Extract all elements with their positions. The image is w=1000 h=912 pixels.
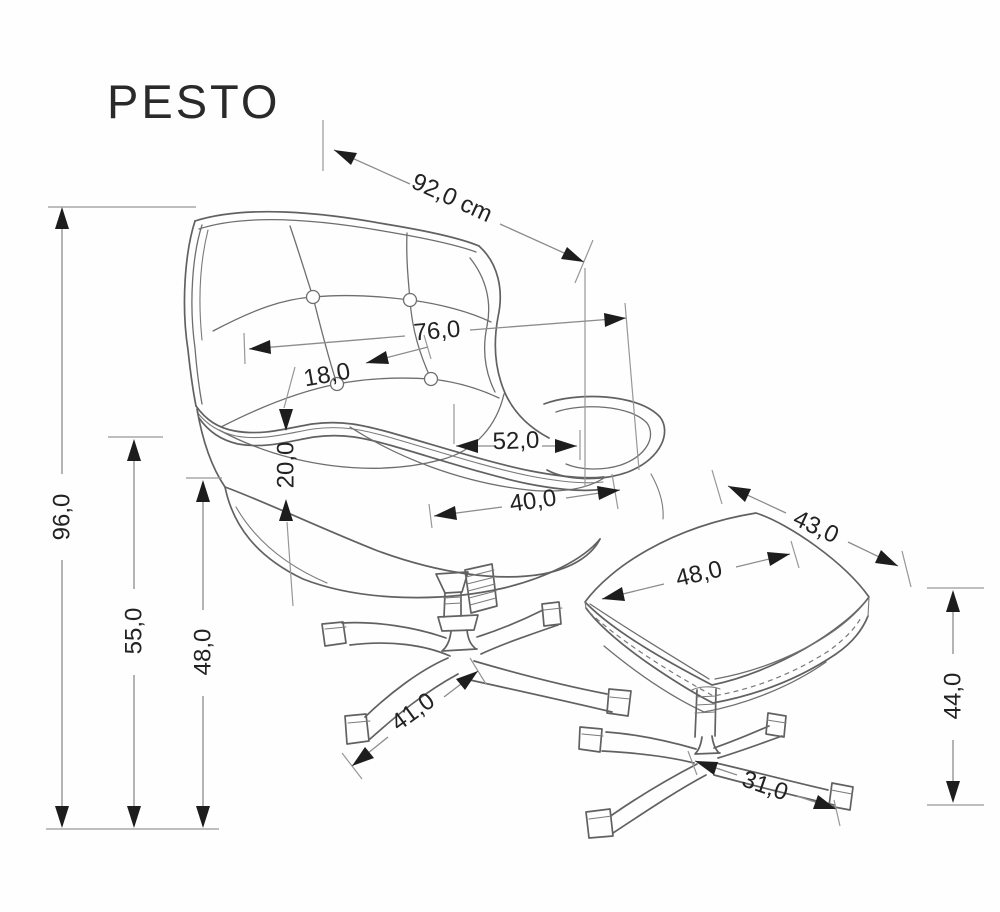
dim-stool-height-label: 44,0 <box>940 673 967 720</box>
dim-total-width-label: 92,0 cm <box>408 168 497 228</box>
dim-total-height: 96,0 <box>46 206 219 830</box>
dim-seat-height-label: 48,0 <box>190 629 217 676</box>
product-title: PESTO <box>107 75 280 128</box>
dim-seat-depth: 40,0 <box>428 473 621 529</box>
dim-seat-height: 48,0 <box>186 477 222 828</box>
dim-total-width: 92,0 cm <box>322 120 594 487</box>
dimension-annotations: 92,0 cm 76,0 18,0 52,0 <box>46 120 984 830</box>
dim-seat-depth-label: 40,0 <box>508 484 558 517</box>
dim-back-width-label: 76,0 <box>413 316 462 347</box>
dim-stool-base-leg-label: 31,0 <box>739 766 792 807</box>
dim-back-width: 76,0 <box>243 302 640 471</box>
dim-stool-width-label: 48,0 <box>673 556 725 593</box>
dim-total-height-label: 96,0 <box>49 494 76 541</box>
dim-stool-depth-label: 43,0 <box>789 505 843 549</box>
dim-seat-width-label: 52,0 <box>492 427 540 456</box>
dim-shell-thickness-label: 20,0 <box>273 442 300 489</box>
dim-stool-width: 48,0 <box>601 540 800 601</box>
dim-armrest-height: 55,0 <box>108 436 163 828</box>
dim-back-thickness-label: 18,0 <box>302 358 353 393</box>
dim-armrest-height-label: 55,0 <box>121 608 148 655</box>
dim-shell-thickness: 20,0 <box>273 366 300 607</box>
dim-base-leg-label: 41,0 <box>386 687 440 736</box>
chair-drawing <box>183 210 666 745</box>
dim-stool-base-leg: 31,0 <box>687 750 841 827</box>
dim-stool-height: 44,0 <box>927 587 984 806</box>
ottoman-drawing <box>578 512 870 839</box>
dim-stool-depth: 43,0 <box>711 469 912 588</box>
dim-seat-width: 52,0 <box>453 404 581 460</box>
